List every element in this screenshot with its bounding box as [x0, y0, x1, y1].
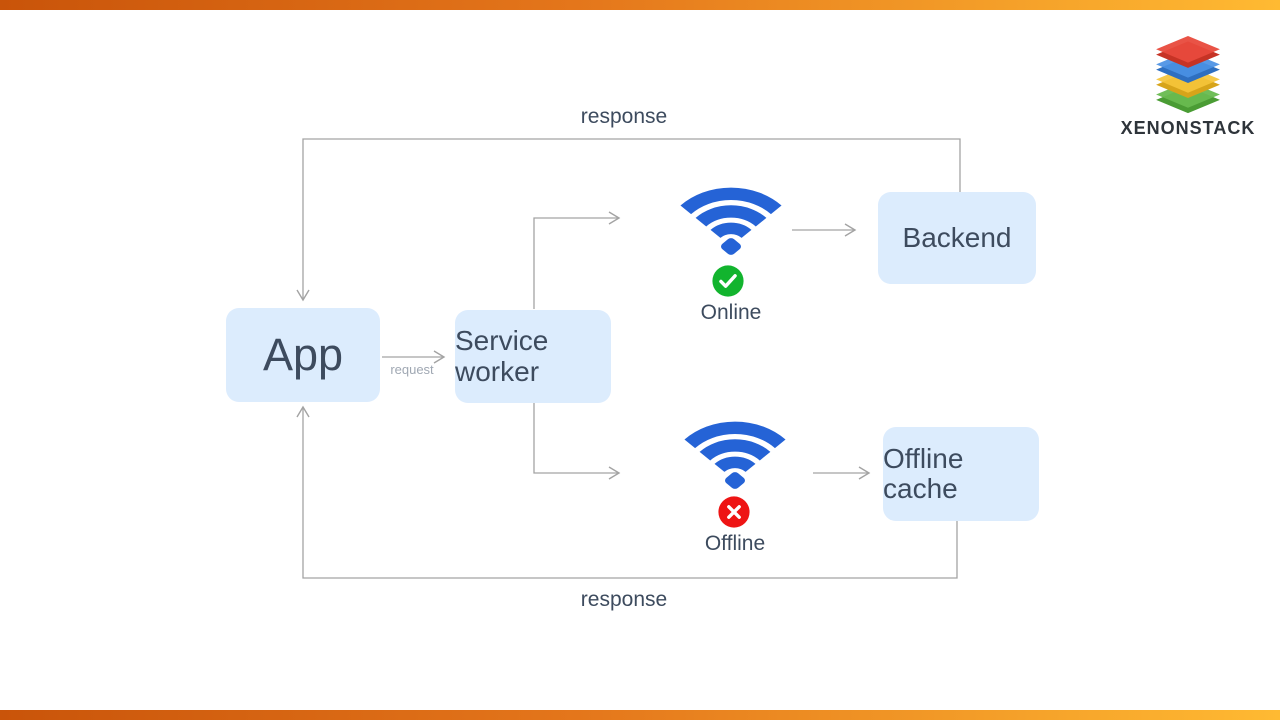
node-backend-label: Backend [902, 221, 1012, 253]
response-bottom-label: response [580, 588, 668, 611]
offline-label: Offline [704, 532, 766, 555]
node-app: App [226, 308, 380, 402]
node-service-worker-label: Service worker [455, 325, 549, 387]
request-label: request [390, 362, 434, 377]
node-backend: Backend [878, 192, 1036, 284]
offline-x-icon [718, 496, 750, 528]
sw-to-offline-connector [533, 403, 621, 480]
accent-bar-top [0, 0, 1280, 10]
node-app-label: App [262, 328, 344, 380]
brand-logo: XENONSTACK [1118, 36, 1258, 139]
brand-name: XENONSTACK [1120, 118, 1256, 138]
online-label: Online [700, 301, 762, 324]
wifi-online-icon [680, 187, 782, 255]
response-top-connector [296, 138, 961, 302]
sw-to-online-connector [533, 211, 621, 309]
response-top-label: response [580, 105, 668, 128]
node-offline-cache-label: Offline cache [883, 442, 964, 504]
node-service-worker: Service worker [455, 310, 611, 403]
logo-layers-icon [1156, 36, 1220, 114]
response-bottom-connector [296, 405, 958, 579]
node-offline-cache: Offline cache [883, 427, 1039, 521]
wifi-offline-icon [684, 421, 786, 489]
online-check-icon [712, 265, 744, 297]
accent-bar-bottom [0, 710, 1280, 720]
